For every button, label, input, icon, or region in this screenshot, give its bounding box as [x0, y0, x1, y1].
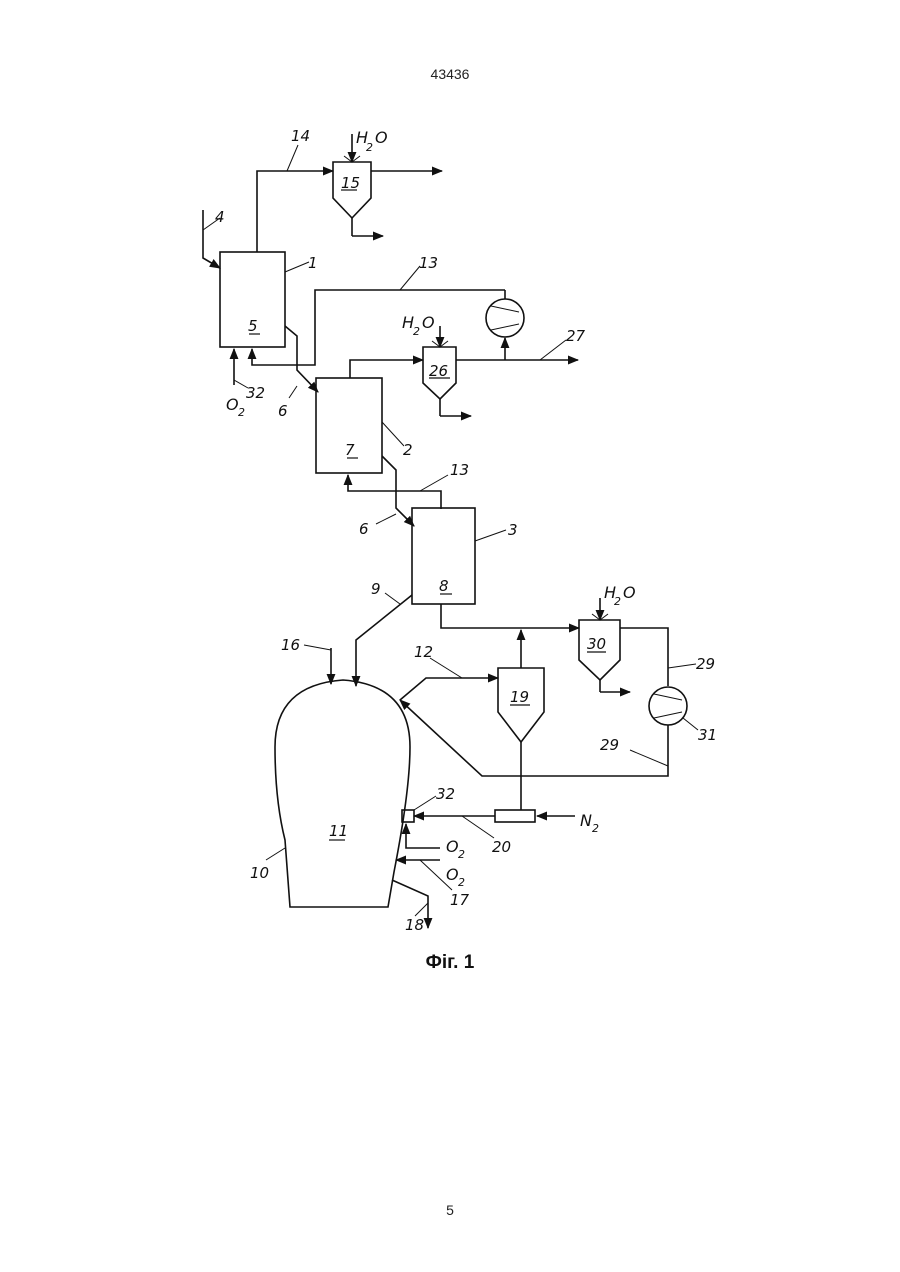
unit-label-8: 8 — [439, 577, 449, 595]
svg-text:2: 2 — [366, 141, 373, 154]
ref-3: 3 — [508, 521, 518, 539]
ref-32-top: 32 — [246, 384, 265, 402]
svg-text:2: 2 — [238, 406, 245, 419]
unit-label-7: 7 — [345, 441, 355, 459]
unit-label-26: 26 — [429, 362, 448, 380]
svg-text:2: 2 — [614, 595, 621, 608]
svg-text:O: O — [375, 128, 388, 147]
ref-14: 14 — [291, 127, 310, 145]
svg-text:O: O — [422, 313, 435, 332]
transfer-line-6-top — [285, 326, 318, 392]
ref-29-bottom: 29 — [600, 736, 619, 754]
unit-label-15: 15 — [341, 174, 360, 192]
unit-label-19: 19 — [510, 688, 529, 706]
ref-17: 17 — [450, 891, 470, 909]
line-9 — [356, 595, 412, 686]
melter-offgas-line-12 — [400, 678, 498, 700]
ref-32-bottom: 32 — [436, 785, 455, 803]
offgas-line-12 — [441, 604, 579, 628]
compressor-top — [486, 299, 524, 337]
recycle-line-13-top — [252, 290, 505, 365]
oxygen-label-tuyere: O — [446, 865, 459, 884]
unit-label-5: 5 — [248, 317, 258, 335]
unit-label-30: 30 — [587, 635, 606, 653]
ref-6-mid: 6 — [359, 520, 369, 538]
ref-12: 12 — [414, 643, 433, 661]
gas-line-vessel-2 — [350, 360, 423, 378]
ref-20: 20 — [492, 838, 511, 856]
ref-9: 9 — [371, 580, 381, 598]
line-29-top — [620, 628, 668, 686]
svg-text:2: 2 — [458, 876, 465, 889]
ref-18: 18 — [405, 916, 424, 934]
svg-text:2: 2 — [413, 325, 420, 338]
svg-text:2: 2 — [592, 822, 599, 835]
oxygen-label-top: O — [226, 395, 239, 414]
figure-caption: Фіг. 1 — [0, 952, 900, 974]
nitrogen-label: N — [580, 811, 592, 830]
unit-label-11: 11 — [329, 822, 348, 840]
ref-31: 31 — [698, 726, 717, 744]
ref-10: 10 — [250, 864, 269, 882]
ref-13-top: 13 — [419, 254, 438, 272]
line-14 — [257, 171, 333, 252]
ref-16: 16 — [281, 636, 300, 654]
line-29-return — [400, 700, 668, 776]
ref-1: 1 — [308, 254, 318, 272]
melter-gasifier-10 — [275, 680, 410, 907]
ref-13-mid: 13 — [450, 461, 469, 479]
svg-text:2: 2 — [458, 848, 465, 861]
oxygen-label-burner: O — [446, 837, 459, 856]
ref-2: 2 — [403, 441, 413, 459]
ref-27: 27 — [566, 327, 586, 345]
compressor-31 — [649, 687, 687, 725]
injector-20 — [495, 810, 535, 822]
oxygen-line-burner — [406, 824, 440, 848]
ref-4: 4 — [215, 208, 225, 226]
svg-text:O: O — [623, 583, 636, 602]
ref-6-top: 6 — [278, 402, 288, 420]
ref-29-top: 29 — [696, 655, 715, 673]
recycle-line-13-mid — [348, 475, 441, 509]
page-number: 5 — [0, 1202, 900, 1218]
